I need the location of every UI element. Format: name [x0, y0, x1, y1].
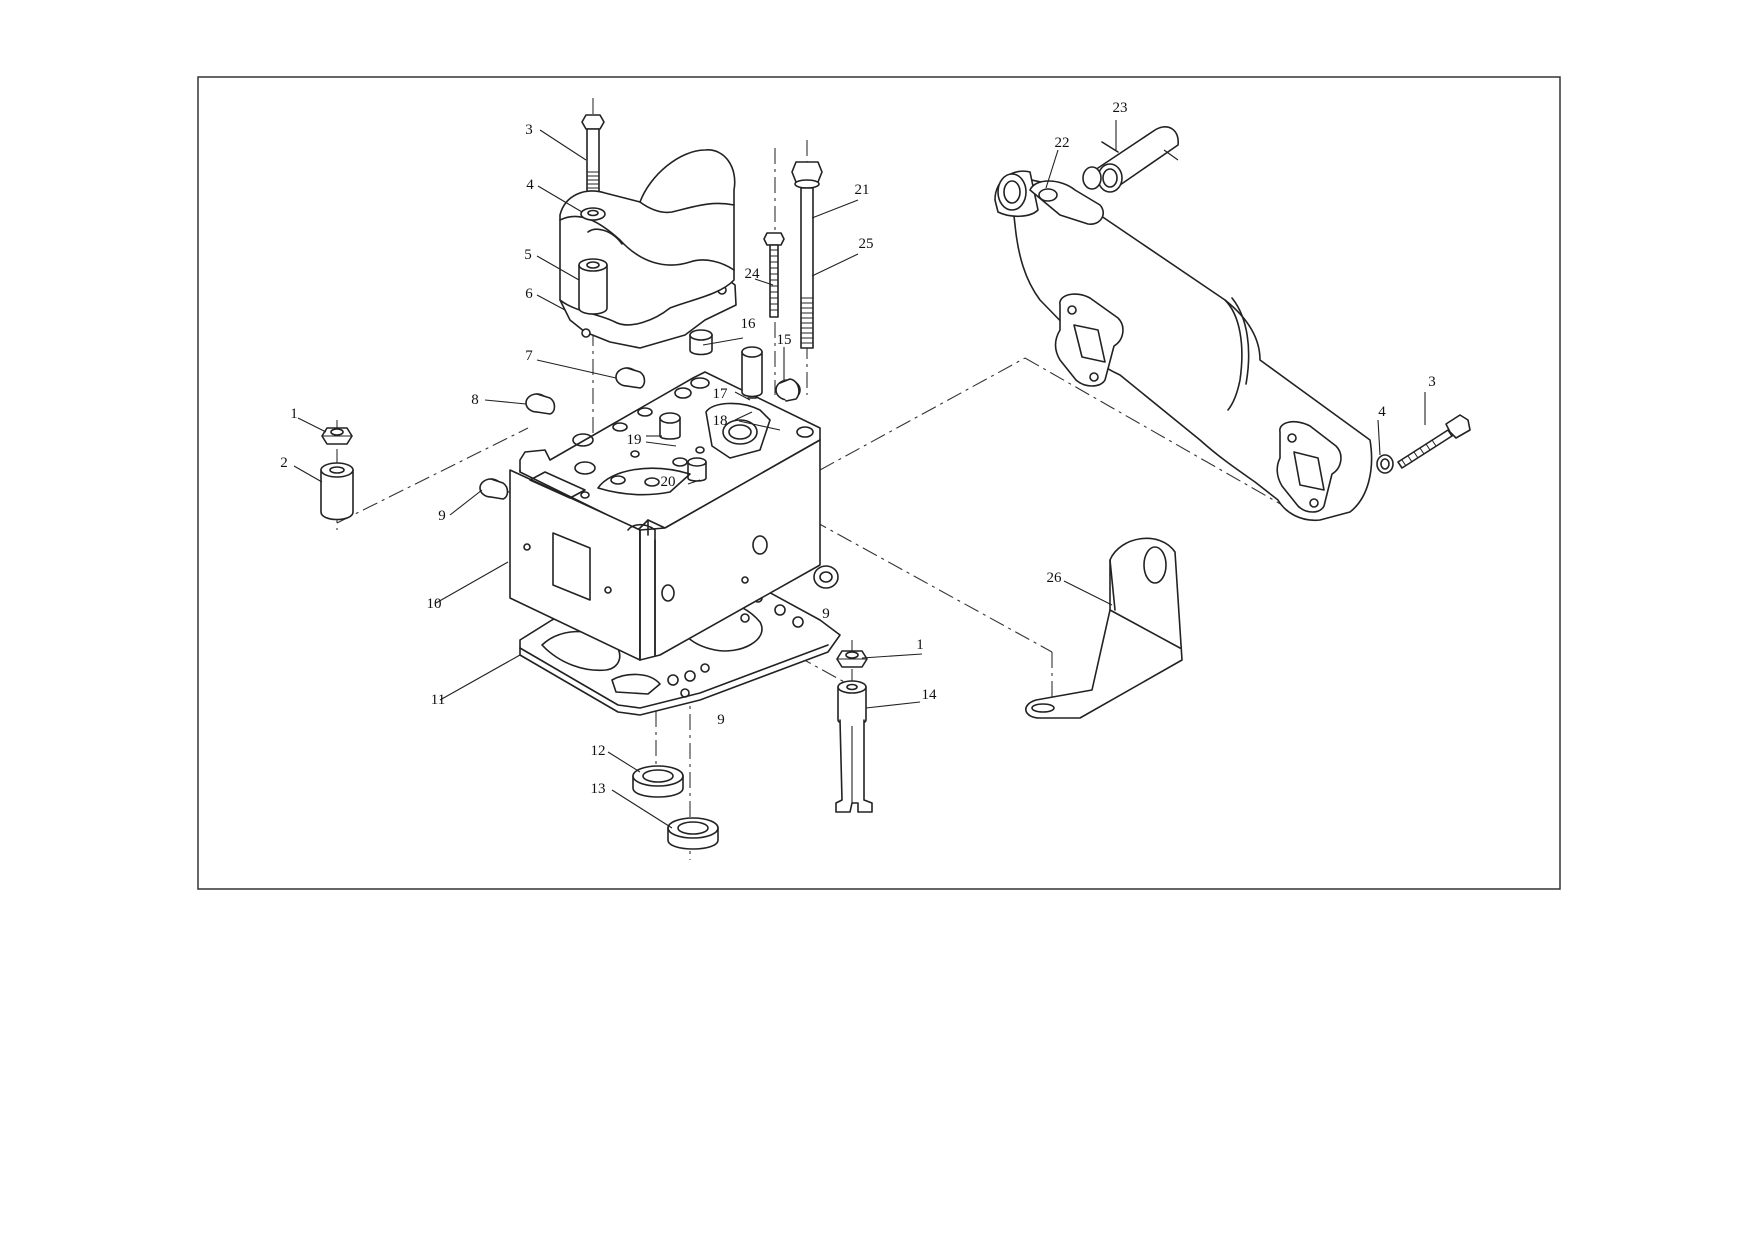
callout-25: 25: [859, 236, 874, 252]
callout-15: 15: [777, 332, 792, 348]
assembly-centerlines: [336, 98, 1306, 860]
part-16-cap: [689, 329, 713, 356]
part-23-pipe: [1082, 126, 1179, 193]
part-3-bolt-right: [1397, 414, 1471, 469]
drawing-frame: [197, 76, 1561, 890]
callout-20: 20: [661, 474, 676, 490]
callout-14: 14: [922, 687, 938, 703]
callout-21: 21: [855, 182, 870, 198]
callout-2: 2: [280, 455, 288, 471]
part-12-seal: [632, 765, 684, 798]
part-4-washer-right: [1376, 454, 1394, 474]
part-21-bolt-head: [791, 161, 823, 189]
callout-23: 23: [1113, 100, 1128, 116]
part-1-nut-right: [836, 650, 868, 668]
callout-9-right: 9: [822, 606, 830, 622]
callout-18: 18: [713, 413, 728, 429]
part-9-plug-left: [479, 478, 509, 500]
callout-24: 24: [745, 266, 761, 282]
exhaust-manifold: [994, 170, 1373, 522]
callout-11: 11: [431, 692, 445, 708]
callout-8: 8: [471, 392, 479, 408]
part-26-bracket: [1025, 537, 1183, 719]
part-24-bolt: [763, 232, 785, 318]
part-8-plug: [525, 393, 556, 415]
part-13-seal: [667, 817, 719, 850]
part-5-spacer-sleeve: [578, 258, 608, 315]
part-25-stud: [800, 187, 814, 349]
part-3-bolt-top: [581, 114, 605, 198]
part-10-cylinder-head: [509, 371, 821, 661]
callout-16: 16: [741, 316, 757, 332]
callout-9-left: 9: [438, 508, 446, 524]
callout-1-right: 1: [916, 637, 924, 653]
callout-7: 7: [525, 348, 533, 364]
part-14-support-post: [835, 680, 873, 813]
callout-22: 22: [1055, 135, 1070, 151]
callout-26: 26: [1047, 570, 1063, 586]
part-4-washer-top: [580, 207, 606, 221]
callout-9-bottom: 9: [717, 712, 725, 728]
callout-13: 13: [591, 781, 606, 797]
part-2-spacer: [320, 462, 354, 521]
part-22-pin: [1101, 141, 1119, 153]
callout-12: 12: [591, 743, 606, 759]
part-7-plug: [615, 367, 646, 389]
callout-17: 17: [713, 386, 729, 402]
part-17-sleeve: [741, 346, 763, 399]
callout-6: 6: [525, 286, 533, 302]
part-9-plug-right: [813, 565, 839, 589]
callout-4-top: 4: [526, 177, 534, 193]
callout-3-right: 3: [1428, 374, 1436, 390]
callout-labels: 3 4 5 6 7 8 1 2 9 10 11 12 13 9 9 1 14 1…: [280, 100, 1436, 797]
callout-1-left: 1: [290, 406, 298, 422]
part-1-nut-left: [321, 427, 353, 445]
callout-10: 10: [427, 596, 442, 612]
callout-19: 19: [627, 432, 642, 448]
leader-lines: [293, 120, 1426, 829]
part-15-plug: [775, 378, 801, 402]
callout-4-right: 4: [1378, 404, 1386, 420]
callout-3-top: 3: [525, 122, 533, 138]
callout-5: 5: [524, 247, 532, 263]
